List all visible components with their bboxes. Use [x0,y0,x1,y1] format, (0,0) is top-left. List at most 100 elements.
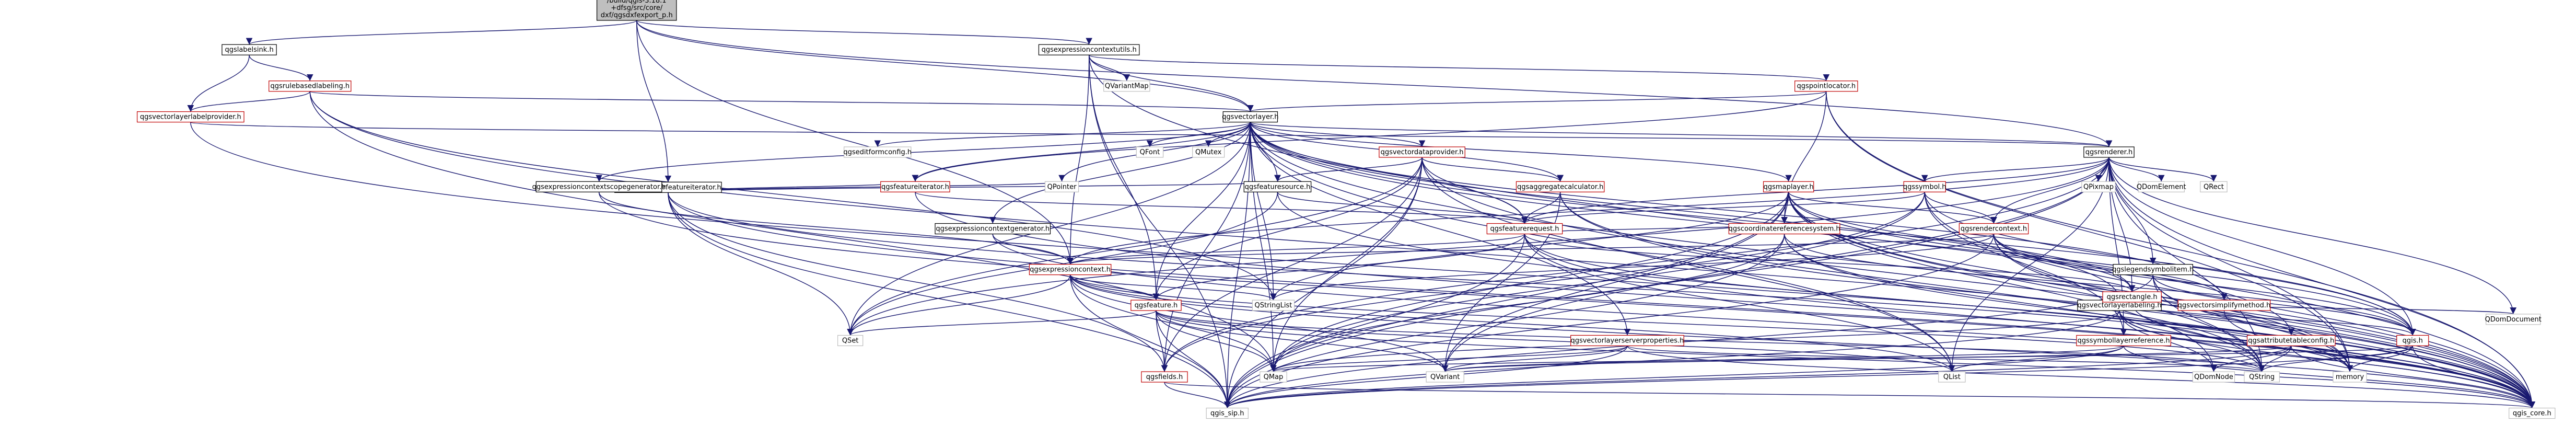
node-qgsexpressioncontextutils[interactable]: qgsexpressioncontextutils.h [1038,44,1140,55]
node-qgslabelsink[interactable]: qgslabelsink.h [222,44,277,55]
node-qgis[interactable]: qgis.h [2396,335,2429,347]
edge-qgsrenderer-to-qgsexpressioncontext [1067,157,2109,265]
edge-root-to-qgsvectorlayer [636,20,1254,112]
edge-qgssymbollayerreference-to-qgis_core [2123,346,2535,408]
node-qpointer: QPointer [1044,181,1079,192]
node-root[interactable]: /build/qgis-3.18.1+dfsg/src/core/dxf/qgs… [596,0,677,21]
edge-qgsexpressioncontext-to-qgsfeature [1069,274,1160,301]
node-box [2509,407,2556,419]
edge-qgsvectorlayer-to-qgsexpressioncontextgenerator [989,122,1251,224]
node-qgsfields[interactable]: qgsfields.h [1141,371,1188,383]
node-box [1260,371,1287,383]
node-label: qgsvectorsimplifymethod.h [2178,302,2271,309]
node-box [1903,181,1946,192]
node-qgsrendercontext[interactable]: qgsrendercontext.h [1959,223,2029,235]
node-qgsattributetableconfig[interactable]: qgsattributetableconfig.h [2246,335,2336,347]
edge-qgsrenderer-to-qgslegendsymbolitem [2108,157,2157,265]
node-qgslegendsymbolitem[interactable]: qgslegendsymbolitem.h [2112,264,2194,275]
node-box [844,146,912,158]
node-qgsexpressioncontextgenerator[interactable]: qgsexpressioncontextgenerator.h [935,223,1051,235]
node-qgspointlocator[interactable]: qgspointlocator.h [1794,81,1858,92]
node-label: qgsrulebasedlabeling.h [271,83,350,90]
node-box [1044,181,1079,192]
edge-qgsvectorlayer-to-qgsmaplayer [1250,122,1792,182]
node-qgsexpressioncontext[interactable]: qgsexpressioncontext.h [1029,264,1112,275]
node-box [1029,264,1112,275]
edge-qgsfeature-to-qmap [1156,311,1277,372]
edge-qgsvectorlayerserverproperties-to-qgis_core [1627,346,2535,408]
node-qgscoordinatereferencesystem[interactable]: qgscoordinatereferencesystem.h [1729,223,1840,235]
edge-qgscoordinatereferencesystem-to-qmap [1270,234,1785,372]
node-qgsvectorlayerlabelprovider[interactable]: qgsvectorlayerlabelprovider.h [136,111,244,123]
edge-qgsfeature-to-qgsfields [1156,311,1168,372]
edge-qgsvectorlayer-to-qmap [1250,122,1277,372]
edge-qgsvectorlayerserverproperties-to-qstring [1627,345,2265,372]
edge-root-to-qgslabelsink [246,20,637,45]
node-qgsaggregatecalculator[interactable]: qgsaggregatecalculator.h [1516,181,1605,192]
edge-qgsexpressioncontextscopegenerator-to-qgis_core [598,192,2535,408]
node-label: QVariantMap [1105,83,1149,90]
node-box [1959,223,2029,235]
edge-qgsvectordataprovider-to-qgsfeature [1152,157,1423,301]
node-qgsmaplayer[interactable]: qgsmaplayer.h [1763,181,1814,192]
node-box [2200,181,2228,192]
edge-qgssymbollayerreference-to-qlist [1949,346,2124,372]
node-box [2102,291,2162,303]
node-qgsrulebasedlabeling[interactable]: qgsrulebasedlabeling.h [269,81,352,92]
node-qgsvectorlayer[interactable]: qgsvectorlayer.h [1222,111,1278,123]
edge-qgsexpressioncontextgenerator-to-qgsexpressioncontext [992,234,1074,265]
node-qgsfeaturerequest[interactable]: qgsfeaturerequest.h [1486,223,1563,235]
node-label: qgsvectorlayerserverproperties.h [1570,337,1684,344]
node-qgssymbol[interactable]: qgssymbol.h [1903,181,1946,192]
edge-qgslabelsink-to-qgsvectorlayerlabelprovider [187,55,250,112]
node-label: QDomElement [2137,183,2186,191]
node-qgsfeatureiterator[interactable]: qgsfeatureiterator.h [880,181,950,192]
node-qgssymbollayerreference[interactable]: qgssymbollayerreference.h [2076,335,2171,347]
node-label: QRect [2204,183,2224,191]
node-qgsvectordataprovider[interactable]: qgsvectordataprovider.h [1379,146,1465,158]
node-label: qgsmaplayer.h [1764,183,1814,191]
edge-qgsexpressioncontextutils-to-qgsexpressioncontext [1067,55,1090,265]
edge-qgsvectorlayerserverproperties-to-qmap [1270,345,1628,372]
node-qmutex: QMutex [1192,146,1225,158]
node-box [1763,181,1814,192]
edge-qgslegendsymbolitem-to-memory [2152,274,2353,372]
edge-qgsvectordataprovider-to-qgis_sip [1223,157,1423,408]
node-qgsfeature[interactable]: qgsfeature.h [1130,300,1182,311]
node-qgsvectorlayerserverproperties[interactable]: qgsvectorlayerserverproperties.h [1570,335,1684,347]
node-label: qgsrenderer.h [2085,148,2132,156]
edge-qgscoordinatereferencesystem-to-qstring [1784,234,2265,372]
edge-qgsvectorlayer-to-qgsfeaturesource [1250,122,1281,182]
node-qgsvectorsimplifymethod[interactable]: qgsvectorsimplifymethod.h [2178,300,2271,311]
edge-qgssymbol-to-qgsfields [1161,192,1925,372]
node-box [935,223,1051,235]
node-qset: QSet [837,335,864,347]
node-qgsexpressioncontextscopegenerator[interactable]: qgsexpressioncontextscopegenerator.h [532,181,666,192]
node-box [2192,371,2235,383]
edge-qgslegendsymbolitem-to-qgis [2152,274,2416,336]
edge-qgsrulebasedlabeling-to-qstringlist [309,91,1277,301]
edge-qgsfeature-to-qvariant [1156,311,1449,372]
node-box [1516,181,1605,192]
node-qvariant: QVariant [1426,371,1464,383]
node-qgsrenderer[interactable]: qgsrenderer.h [2083,146,2135,158]
node-box [1038,44,1140,55]
node-box [1136,146,1164,158]
node-qgsvectorlayerlabeling[interactable]: qgsvectorlayerlabeling.h [2077,300,2162,311]
node-label: QSet [842,337,859,344]
node-qmap: QMap [1260,371,1287,383]
edge-qgsrenderer-to-qgis [2108,157,2416,336]
edge-qgsrendercontext-to-qgsrectangle [1993,234,2136,292]
node-box [1426,371,1464,383]
node-qgsrectangle[interactable]: qgsrectangle.h [2102,291,2162,303]
edge-qgsrenderer-to-qdomdocument [2108,157,2516,314]
edge-qgsrenderer-to-qgsfields [1161,157,2109,372]
node-label: QStringList [1255,302,1292,309]
edge-qgsexpressioncontextutils-to-qvariantmap [1088,55,1130,81]
node-box [2177,300,2271,311]
node-label: qgssymbol.h [1903,183,1946,191]
node-label: qgspointlocator.h [1797,83,1856,90]
edge-qgsvectorlayerlabelprovider-to-qgsrenderer [190,121,2112,147]
node-qgsfeaturesource[interactable]: qgsfeaturesource.h [1243,181,1312,192]
edge-qgsrenderer-to-qrect [2108,157,2217,182]
